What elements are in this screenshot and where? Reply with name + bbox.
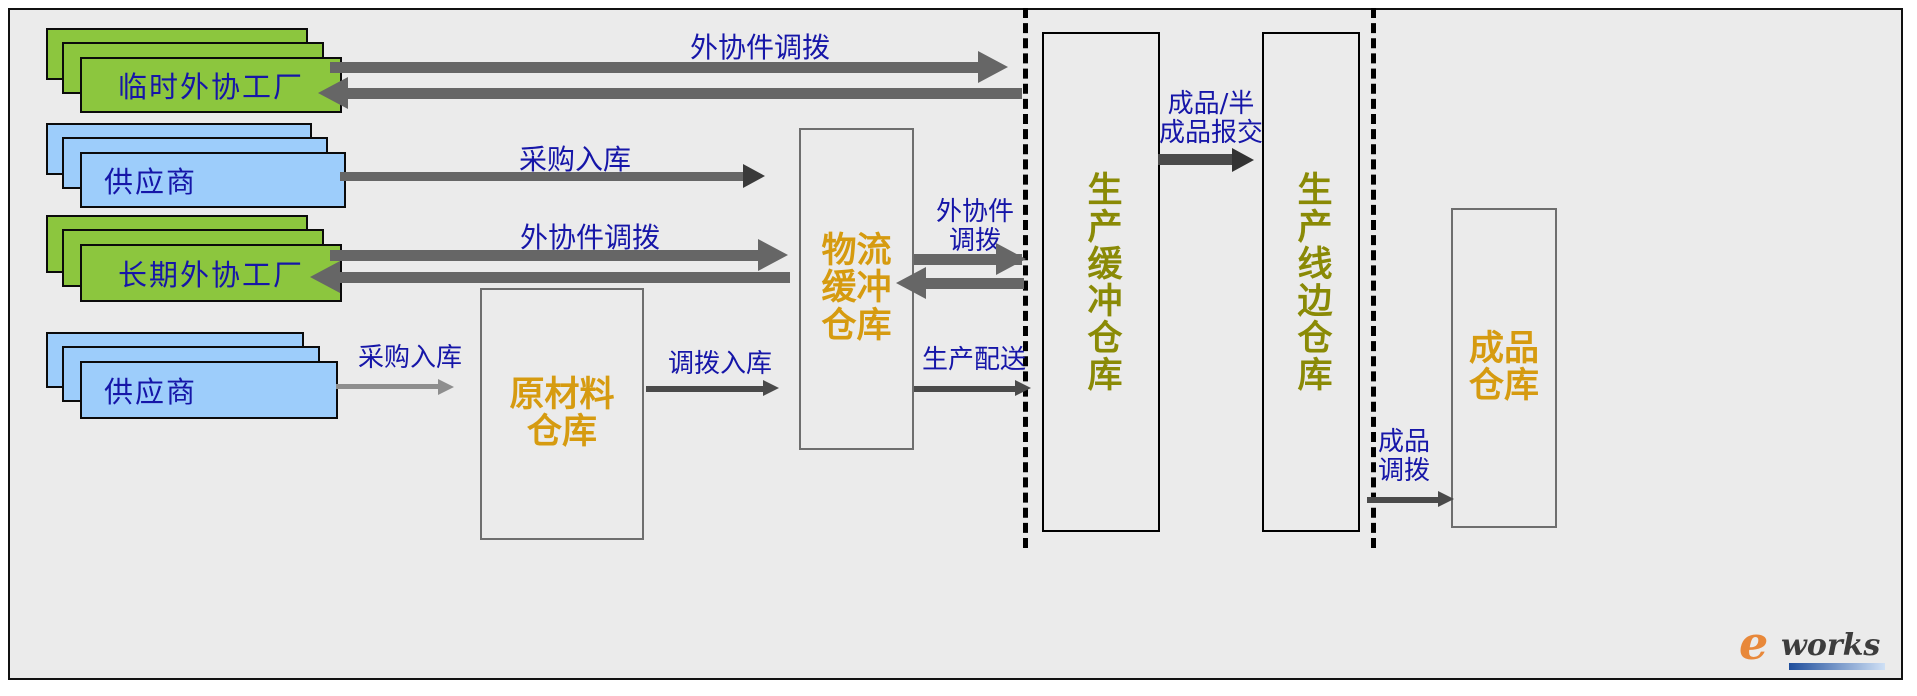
diagram-frame: 临时外协工厂 供应商 长期外协工厂 供应商 原材料 仓库 物流 缓冲 仓库 生产… — [8, 8, 1903, 680]
source-node-supplier-top[interactable]: 供应商 — [46, 123, 356, 208]
separator-dashed-right — [1371, 8, 1376, 548]
source-node-long-outsource-factory[interactable]: 长期外协工厂 — [46, 215, 346, 307]
source-label-supplier-bottom: 供应商 — [104, 375, 198, 409]
source-node-supplier-bottom[interactable]: 供应商 — [46, 332, 346, 422]
flow-label-transfer-inbound: 调拨入库 — [667, 349, 772, 379]
stack-card-front: 供应商 — [80, 152, 346, 208]
flow-label-product-submit: 成品/半 成品报交 — [1158, 89, 1263, 149]
source-node-temp-outsource-factory[interactable]: 临时外协工厂 — [46, 28, 346, 113]
flow-label-finished-transfer: 成品 调拨 — [1377, 427, 1430, 487]
flow-label-outsource-transfer-right: 外协件 调拨 — [935, 197, 1014, 257]
stack-card-front: 供应商 — [80, 361, 338, 419]
source-label-supplier-top: 供应商 — [104, 165, 198, 199]
flow-label-purchase-inbound-bottom: 采购入库 — [357, 343, 462, 373]
warehouse-raw-material[interactable]: 原材料 仓库 — [480, 288, 644, 540]
eworks-logo: e works — [1737, 620, 1887, 672]
stack-card-front: 临时外协工厂 — [80, 57, 342, 113]
warehouse-label-line-side: 生产线边仓库 — [1291, 171, 1332, 393]
warehouse-label-finished-goods: 成品 仓库 — [1468, 328, 1539, 406]
warehouse-production-buffer[interactable]: 生产缓冲仓库 — [1042, 32, 1160, 532]
flow-label-outsource-transfer-long: 外协件调拨 — [519, 221, 660, 254]
logo-wordmark: works — [1781, 628, 1881, 663]
warehouse-logistics-buffer[interactable]: 物流 缓冲 仓库 — [799, 128, 914, 450]
stack-card-front: 长期外协工厂 — [80, 244, 342, 302]
warehouse-label-raw-material: 原材料 仓库 — [509, 374, 615, 452]
logo-gradient-bar — [1789, 663, 1885, 670]
flow-label-outsource-transfer-top: 外协件调拨 — [689, 31, 830, 64]
source-label-long-outsource-factory: 长期外协工厂 — [117, 258, 304, 292]
source-label-temp-outsource-factory: 临时外协工厂 — [117, 70, 304, 104]
warehouse-finished-goods[interactable]: 成品 仓库 — [1451, 208, 1557, 528]
warehouse-label-logistics-buffer: 物流 缓冲 仓库 — [821, 231, 892, 346]
logo-mark-e: e — [1739, 616, 1769, 670]
separator-dashed-left — [1023, 8, 1028, 548]
flow-label-purchase-inbound-top: 采购入库 — [518, 143, 631, 176]
warehouse-label-production-buffer: 生产缓冲仓库 — [1081, 171, 1122, 393]
flow-label-production-delivery: 生产配送 — [921, 345, 1026, 375]
warehouse-line-side[interactable]: 生产线边仓库 — [1262, 32, 1360, 532]
